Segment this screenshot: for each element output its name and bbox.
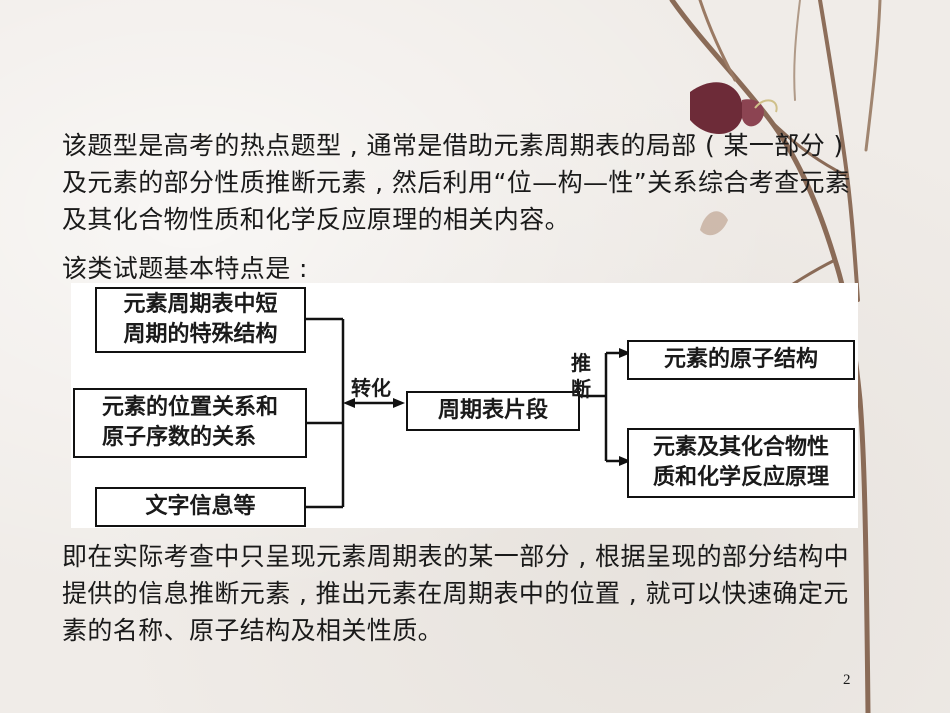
transform-label: 转化 [351, 376, 391, 400]
flow-diagram: 元素周期表中短 周期的特殊结构 元素的位置关系和 原子序数的关系 文字信息等 转… [71, 283, 858, 528]
box-line: 元素的位置关系和 [101, 395, 278, 420]
conclusion-paragraph: 即在实际考查中只呈现元素周期表的某一部分 , 根据呈现的部分结构中提供的信息推断… [62, 542, 850, 645]
box-line: 周期的特殊结构 [123, 322, 278, 347]
box-line: 元素及其化合物性 [652, 435, 829, 460]
box-line: 质和化学反应原理 [652, 465, 829, 490]
right-box-properties-principles: 元素及其化合物性 质和化学反应原理 [627, 428, 855, 498]
periodic-table-fragment-box: 周期表片段 [406, 391, 580, 431]
page-number: 2 [843, 672, 851, 688]
box-line: 原子序数的关系 [101, 425, 256, 450]
left-box-text-info: 文字信息等 [95, 487, 306, 527]
box-line: 元素周期表中短 [123, 292, 278, 317]
diagram-connectors [306, 317, 631, 509]
box-line: 元素的原子结构 [663, 347, 818, 372]
right-box-atomic-structure: 元素的原子结构 [627, 340, 855, 380]
intro-paragraph: 该题型是高考的热点题型 , 通常是借助元素周期表的局部 ( 某一部分 ) 及元素… [62, 131, 851, 234]
left-box-short-period-structure: 元素周期表中短 周期的特殊结构 [95, 287, 306, 353]
infer-label-top: 推 [571, 351, 591, 375]
left-box-position-relation: 元素的位置关系和 原子序数的关系 [73, 388, 307, 458]
infer-label-bottom: 断 [571, 377, 591, 401]
box-line: 文字信息等 [145, 494, 256, 519]
box-line: 周期表片段 [437, 398, 548, 423]
features-heading: 该类试题基本特点是 : [62, 254, 308, 283]
